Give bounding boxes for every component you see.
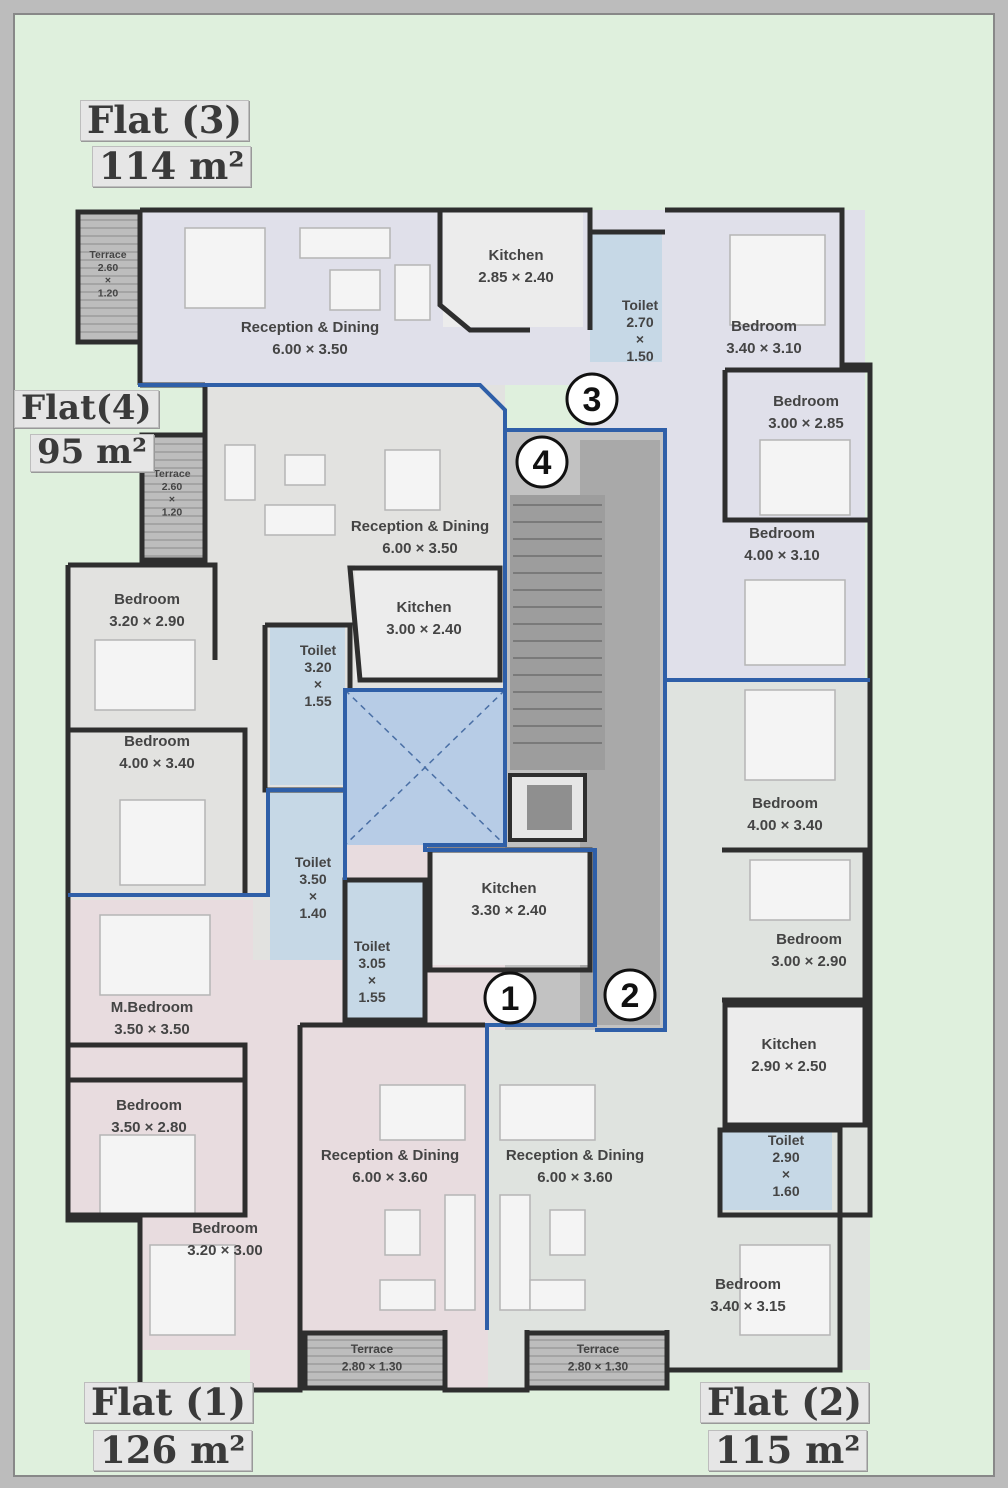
entrance-marker-2-circle <box>603 968 657 1022</box>
f3-toilet-dim: 1.50 <box>626 348 653 364</box>
f4-bedroom2-name: Bedroom <box>124 733 190 750</box>
f1-mbedroom-dim: 3.50 × 3.50 <box>114 1021 189 1038</box>
wet-areas <box>270 212 865 1210</box>
f3-bedroom1-name: Bedroom <box>731 318 797 335</box>
f3-bedroom2-name: Bedroom <box>773 393 839 410</box>
entrance-marker-3-circle <box>565 372 619 426</box>
f2-terrace-dim: 2.80 × 1.30 <box>568 1359 629 1373</box>
entrance-markers: 1 2 34 <box>483 372 657 1025</box>
f4-terrace-dim: × <box>169 494 175 506</box>
f4-toilet2-dim: × <box>309 888 317 904</box>
flat-3-area: 114 m² <box>92 146 252 187</box>
f1-bedroom2-dim: 3.20 × 3.00 <box>187 1242 262 1259</box>
f4-toilet2-dim: 1.40 <box>299 905 326 921</box>
f2-bedroom2-dim: 3.00 × 2.90 <box>771 953 846 970</box>
f3-toilet-name: Toilet <box>622 297 659 313</box>
flat-4-name: Flat(4) <box>14 390 159 428</box>
f1-bedroom1-name: Bedroom <box>116 1097 182 1114</box>
entrance-marker-2-label: 2 <box>621 977 640 1015</box>
f3-bedroom3-dim: 4.00 × 3.10 <box>744 547 819 564</box>
stair-treads <box>513 504 602 744</box>
entrance-marker-1-circle <box>483 971 537 1025</box>
f2-kitchen-dim: 2.90 × 2.50 <box>751 1058 826 1075</box>
entrance-marker-1-label: 1 <box>501 980 520 1018</box>
f4-reception-name: Reception & Dining <box>351 518 489 535</box>
flat-2-area: 115 m² <box>708 1430 868 1471</box>
flat-1-area: 126 m² <box>93 1430 253 1471</box>
f3-terrace-dim: × <box>105 275 111 287</box>
f4-toilet-dim: 3.20 <box>304 659 331 675</box>
f3-terrace-dim: 1.20 <box>98 287 119 299</box>
f3-bedroom1-dim: 3.40 × 3.10 <box>726 340 801 357</box>
f1-bedroom1-dim: 3.50 × 2.80 <box>111 1119 186 1136</box>
f2-toilet-dim: 2.90 <box>772 1149 799 1165</box>
f4-bedroom2-dim: 4.00 × 3.40 <box>119 755 194 772</box>
flat-boundaries <box>68 383 870 1330</box>
f1-terrace-name: Terrace <box>351 1342 394 1356</box>
f2-bedroom3-dim: 3.40 × 3.15 <box>710 1298 785 1315</box>
f3-bedroom2-dim: 3.00 × 2.85 <box>768 415 843 432</box>
walls <box>65 207 873 1393</box>
f1-terrace-dim: 2.80 × 1.30 <box>342 1359 403 1373</box>
f3-reception-dim: 6.00 × 3.50 <box>272 341 347 358</box>
f4-toilet-dim: 1.55 <box>304 693 331 709</box>
f4-toilet-name: Toilet <box>300 642 337 658</box>
f3-terrace-name: Terrace <box>89 249 126 261</box>
f2-reception-name: Reception & Dining <box>506 1147 644 1164</box>
f2-terrace-name: Terrace <box>577 1342 620 1356</box>
f3-kitchen-name: Kitchen <box>488 247 543 264</box>
f4-bedroom1-name: Bedroom <box>114 591 180 608</box>
f3-kitchen-dim: 2.85 × 2.40 <box>478 269 553 286</box>
flat-4-area: 95 m² <box>30 434 155 472</box>
f4-terrace-dim: 2.60 <box>162 481 183 493</box>
f1-toilet-dim: 1.55 <box>358 989 385 1005</box>
entrance-marker-3-label: 3 <box>583 381 602 419</box>
f1-reception-dim: 6.00 × 3.60 <box>352 1169 427 1186</box>
f2-kitchen-name: Kitchen <box>761 1036 816 1053</box>
entrance-marker-4-label: 4 <box>533 444 552 482</box>
f1-bedroom2-name: Bedroom <box>192 1220 258 1237</box>
f1-mbedroom-name: M.Bedroom <box>111 999 194 1016</box>
f1-reception-name: Reception & Dining <box>321 1147 459 1164</box>
f4-kitchen-name: Kitchen <box>396 599 451 616</box>
flat-1-name: Flat (1) <box>84 1382 254 1423</box>
f4-toilet-dim: × <box>314 676 322 692</box>
f4-toilet2-name: Toilet <box>295 854 332 870</box>
f1-kitchen-name: Kitchen <box>481 880 536 897</box>
flat-3-name: Flat (3) <box>80 100 250 141</box>
terraces <box>75 209 670 1391</box>
f2-toilet-dim: 1.60 <box>772 1183 799 1199</box>
entrance-marker-4-circle <box>515 435 569 489</box>
f3-toilet-dim: 2.70 <box>626 314 653 330</box>
f2-toilet-name: Toilet <box>768 1132 805 1148</box>
f3-reception-name: Reception & Dining <box>241 319 379 336</box>
elevator <box>508 773 587 842</box>
f3-toilet-dim: × <box>636 331 644 347</box>
f1-toilet-dim: × <box>368 972 376 988</box>
f2-toilet-dim: × <box>782 1166 790 1182</box>
f1-toilet-name: Toilet <box>354 938 391 954</box>
f3-bedroom3-name: Bedroom <box>749 525 815 542</box>
f2-reception-dim: 6.00 × 3.60 <box>537 1169 612 1186</box>
f4-terrace-name: Terrace <box>153 468 190 480</box>
f3-terrace-dim: 2.60 <box>98 262 119 274</box>
f4-toilet2-dim: 3.50 <box>299 871 326 887</box>
f1-toilet-dim: 3.05 <box>358 955 385 971</box>
f2-bedroom2-name: Bedroom <box>776 931 842 948</box>
f4-kitchen-dim: 3.00 × 2.40 <box>386 621 461 638</box>
furniture <box>94 227 851 1336</box>
f2-bedroom3-name: Bedroom <box>715 1276 781 1293</box>
flat-2-name: Flat (2) <box>700 1382 870 1423</box>
f2-bedroom1-dim: 4.00 × 3.40 <box>747 817 822 834</box>
f4-terrace-dim: 1.20 <box>162 506 183 518</box>
f2-bedroom1-name: Bedroom <box>752 795 818 812</box>
f4-bedroom1-dim: 3.20 × 2.90 <box>109 613 184 630</box>
light-shaft <box>344 689 506 846</box>
f4-reception-dim: 6.00 × 3.50 <box>382 540 457 557</box>
f1-kitchen-dim: 3.30 × 2.40 <box>471 902 546 919</box>
